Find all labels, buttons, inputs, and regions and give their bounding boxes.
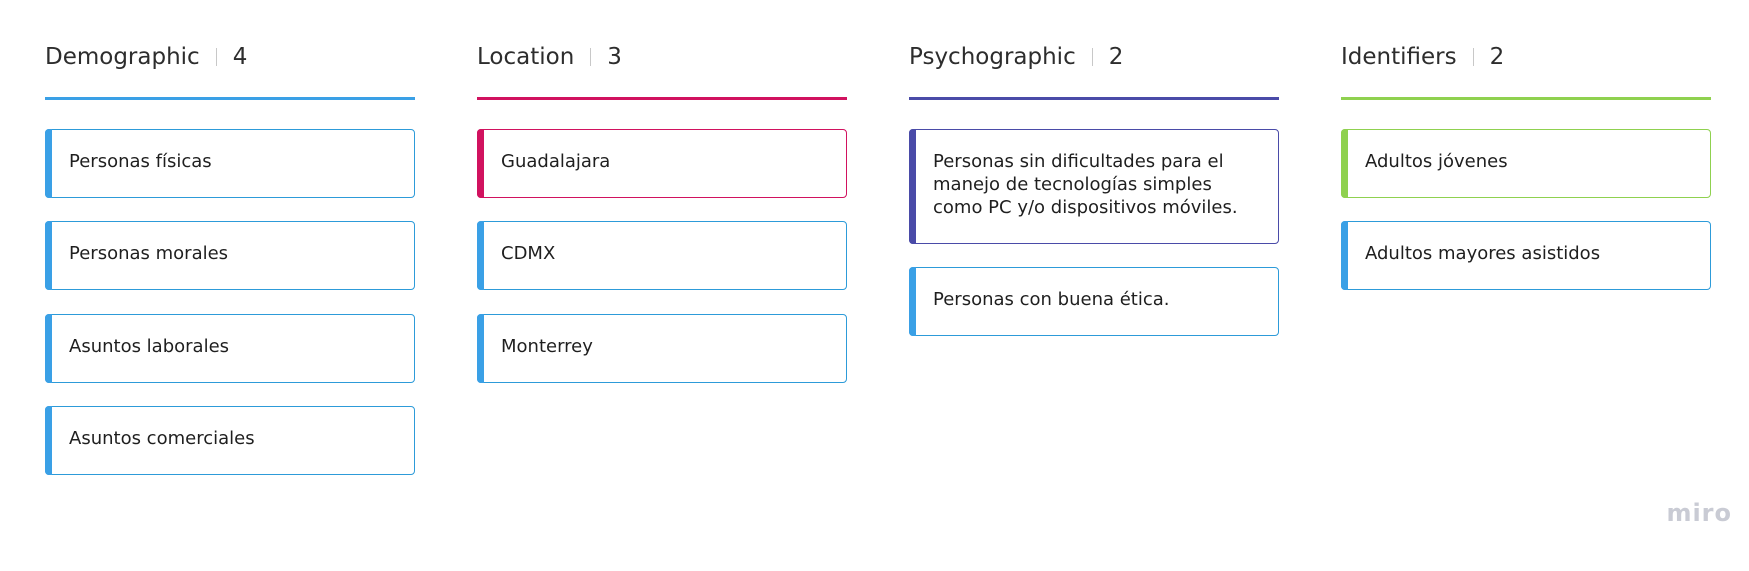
column-header: Demographic 4 — [45, 40, 247, 74]
header-divider — [590, 48, 592, 66]
column-rule — [45, 97, 415, 100]
card-accent — [45, 129, 52, 198]
card-text: Personas físicas — [69, 151, 212, 172]
column-rule — [909, 97, 1279, 100]
column-count: 4 — [232, 44, 248, 70]
column-title: Demographic — [45, 44, 200, 70]
sticky-card[interactable]: Asuntos comerciales — [45, 406, 415, 475]
card-text: Monterrey — [501, 336, 593, 357]
sticky-card[interactable]: Asuntos laborales — [45, 314, 415, 383]
card-accent — [45, 314, 52, 383]
header-divider — [1472, 48, 1474, 66]
sticky-card[interactable]: Personas morales — [45, 221, 415, 290]
card-accent — [477, 314, 484, 383]
sticky-card[interactable]: Personas con buena ética. — [909, 267, 1279, 336]
column-header: Psychographic 2 — [909, 40, 1123, 74]
column-rule — [1341, 97, 1711, 100]
card-text: CDMX — [501, 243, 556, 264]
card-accent — [1341, 129, 1348, 198]
column-rule — [477, 97, 847, 100]
column-count: 3 — [607, 44, 622, 70]
column-header: Identifiers 2 — [1341, 40, 1504, 74]
column-count: 2 — [1489, 44, 1505, 70]
card-accent — [45, 406, 52, 475]
sticky-card[interactable]: Monterrey — [477, 314, 847, 383]
sticky-card[interactable]: Guadalajara — [477, 129, 847, 198]
column-title: Identifiers — [1341, 44, 1457, 70]
card-text: Asuntos laborales — [69, 336, 230, 357]
card-text: Guadalajara — [501, 151, 611, 172]
card-accent — [1341, 221, 1348, 290]
header-divider — [215, 48, 217, 66]
card-text: Personas morales — [69, 243, 229, 264]
sticky-card[interactable]: Personas físicas — [45, 129, 415, 198]
card-text: Asuntos comerciales — [69, 428, 255, 449]
card-text: Adultos mayores asistidos — [1365, 243, 1601, 264]
sticky-card[interactable]: Personas sin dificultades para el manejo… — [909, 129, 1279, 244]
card-accent — [477, 129, 484, 198]
card-text: Personas con buena ética. — [933, 289, 1170, 310]
column-title: Psychographic — [909, 44, 1076, 70]
header-divider — [1091, 48, 1093, 66]
column-count: 2 — [1108, 44, 1124, 70]
card-accent — [477, 221, 484, 290]
sticky-card[interactable]: Adultos jóvenes — [1341, 129, 1711, 198]
column-header: Location 3 — [477, 40, 622, 74]
card-accent — [909, 129, 916, 244]
column-title: Location — [477, 44, 575, 70]
miro-logo: miro — [1666, 499, 1732, 527]
sticky-card[interactable]: Adultos mayores asistidos — [1341, 221, 1711, 290]
card-text: Personas sin dificultades para el manejo… — [933, 151, 1238, 218]
card-text: Adultos jóvenes — [1365, 151, 1508, 172]
card-accent — [45, 221, 52, 290]
card-accent — [909, 267, 916, 336]
sticky-card[interactable]: CDMX — [477, 221, 847, 290]
